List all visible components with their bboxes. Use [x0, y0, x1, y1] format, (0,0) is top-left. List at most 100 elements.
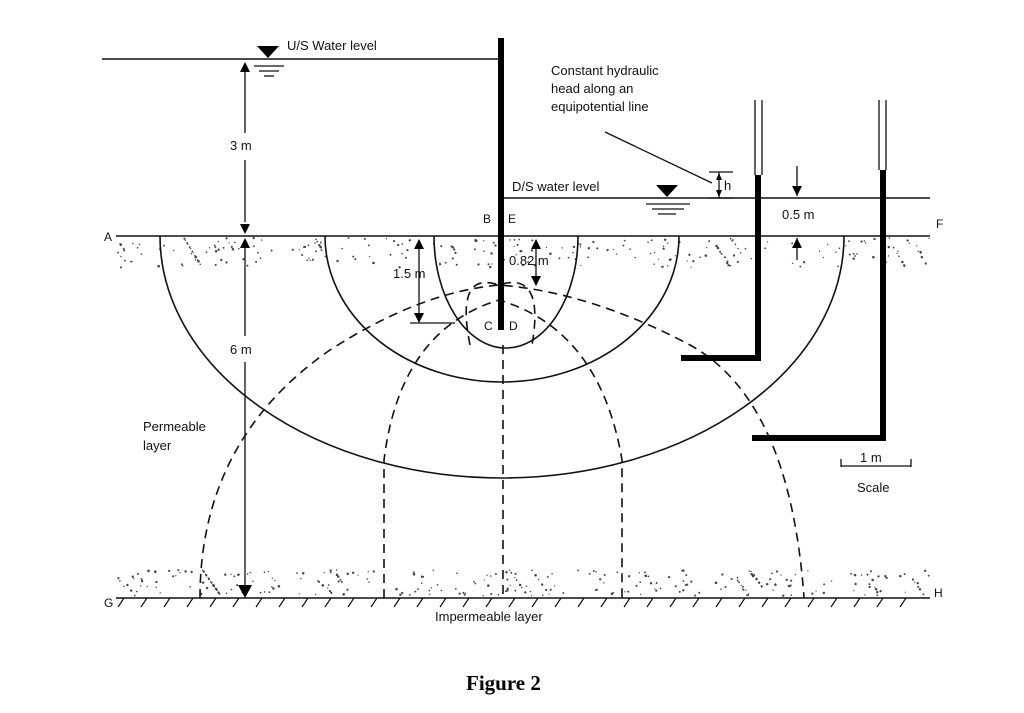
stipple-dot	[542, 594, 544, 597]
stipple-dot	[120, 255, 122, 258]
stipple-dot	[190, 570, 193, 574]
stipple-dot	[541, 584, 544, 586]
stipple-dot	[774, 583, 777, 586]
stipple-dot	[298, 249, 300, 251]
scale-value-label: 1 m	[860, 450, 882, 465]
stipple-dot	[745, 589, 747, 591]
stipple-dot	[682, 589, 685, 592]
hatch-tick	[899, 597, 907, 608]
stipple-dot	[201, 581, 205, 584]
stipple-dot	[737, 247, 739, 250]
stipple-dot	[228, 242, 230, 244]
stipple-dot	[231, 248, 235, 251]
stipple-dot	[888, 237, 891, 239]
stipple-dot	[837, 265, 839, 268]
stipple-dot	[346, 572, 349, 576]
stipple-dot	[549, 252, 552, 256]
dimension-1-5m	[410, 239, 455, 324]
stipple-dot	[744, 247, 747, 250]
stipple-dot	[497, 593, 500, 596]
stipple-dot	[654, 588, 656, 590]
stipple-dot	[524, 591, 527, 594]
stipple-dot	[524, 256, 526, 258]
stipple-dot	[307, 244, 310, 247]
stipple-dot	[734, 243, 737, 246]
hatch-tick	[485, 597, 493, 608]
stipple-dot	[799, 265, 802, 268]
stipple-dot	[751, 574, 755, 578]
stipple-dot	[755, 577, 758, 581]
stipple-dot	[117, 251, 120, 254]
stipple-dot	[352, 255, 355, 258]
piezometer-left	[681, 100, 763, 361]
stipple-dot	[488, 265, 492, 269]
stipple-dot	[233, 241, 236, 244]
point-g-label: G	[104, 596, 113, 610]
stipple-dot	[347, 237, 350, 239]
stipple-dot	[368, 581, 370, 584]
stipple-dot	[180, 263, 183, 266]
stipple-dot	[218, 592, 221, 595]
stipple-dot	[252, 245, 255, 248]
stipple-dot	[662, 247, 665, 250]
dimension-3m	[240, 62, 250, 234]
scale-label: Scale	[857, 480, 890, 495]
ds-water-level-symbol	[646, 185, 690, 215]
stipple-dot	[653, 263, 655, 265]
stipple-dot	[515, 579, 518, 581]
stipple-dot	[272, 587, 275, 590]
point-h-label: H	[934, 586, 943, 600]
stipple-dot	[674, 585, 677, 588]
stipple-dot	[716, 246, 720, 250]
stipple-dot	[119, 243, 123, 247]
stipple-dot	[830, 580, 833, 582]
stipple-dot	[494, 244, 497, 247]
stipple-dot	[131, 242, 134, 245]
stipple-dot	[705, 246, 708, 249]
stipple-dot	[579, 243, 582, 246]
stipple-dot	[730, 577, 733, 581]
stipple-dot	[131, 575, 134, 578]
stipple-dot	[315, 250, 318, 253]
stipple-dot	[791, 242, 793, 245]
stipple-dot	[885, 576, 888, 580]
stipple-dot	[213, 244, 216, 247]
stipple-dot	[225, 592, 228, 594]
stipple-dot	[548, 593, 550, 595]
stipple-dot	[662, 245, 665, 248]
stipple-dot	[525, 585, 528, 587]
point-c-label: C	[484, 319, 493, 333]
stipple-dot	[720, 252, 723, 255]
stipple-dot	[207, 577, 211, 581]
stipple-dot	[473, 248, 476, 251]
hatch-tick	[439, 597, 447, 608]
stipple-dot	[704, 254, 708, 257]
stipple-dot	[854, 255, 856, 257]
stipple-dot	[803, 261, 806, 264]
stipple-dot	[119, 266, 123, 269]
stipple-dot	[372, 570, 375, 573]
stipple-dot	[587, 247, 590, 250]
hatch-tick	[692, 597, 700, 608]
stipple-dot	[516, 243, 519, 246]
ds-water-level-label: D/S water level	[512, 179, 600, 194]
stipple-dot	[864, 594, 866, 596]
stipple-dot	[916, 245, 918, 247]
stipple-dot	[815, 590, 817, 592]
stipple-dot	[271, 577, 273, 579]
stipple-dot	[872, 255, 875, 259]
stipple-dot	[757, 581, 761, 584]
stipple-dot	[136, 246, 139, 249]
stipple-dot	[903, 573, 906, 576]
stipple-dot	[314, 593, 317, 596]
stipple-dot	[277, 585, 281, 588]
stipple-dot	[908, 242, 911, 244]
point-a-label: A	[104, 230, 112, 244]
stipple-dot	[401, 591, 404, 595]
head-h-marker	[709, 171, 733, 199]
hatch-tick	[600, 597, 608, 608]
stipple-dot	[453, 248, 456, 251]
stipple-dot	[692, 260, 695, 263]
stipple-dot	[818, 250, 821, 252]
stipple-dot	[194, 255, 198, 259]
